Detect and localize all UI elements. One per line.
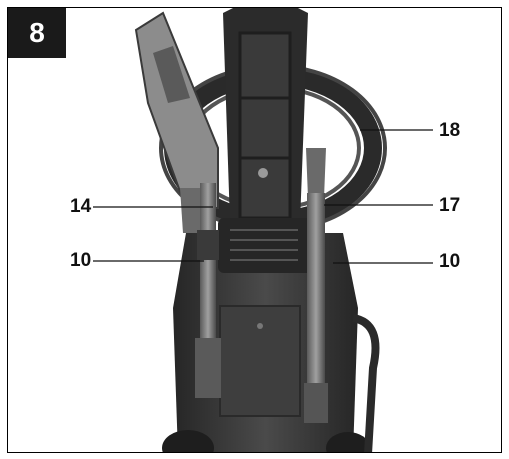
spray-lance-left bbox=[195, 183, 221, 398]
callout-10-left: 10 bbox=[70, 250, 92, 271]
callout-18: 18 bbox=[439, 120, 461, 141]
callout-14: 14 bbox=[70, 196, 92, 217]
spray-gun bbox=[134, 11, 219, 233]
front-panel bbox=[219, 305, 301, 417]
wheel bbox=[162, 430, 214, 452]
hose-coupling bbox=[218, 218, 313, 273]
figure-number-badge: 8 bbox=[8, 8, 66, 58]
screw bbox=[257, 323, 263, 329]
callout-10-right: 10 bbox=[439, 251, 461, 272]
frame-grid bbox=[238, 31, 292, 220]
callout-17: 17 bbox=[439, 195, 461, 216]
power-cable bbox=[352, 314, 380, 452]
pressure-washer-photo bbox=[93, 8, 433, 452]
callout-leader-lines bbox=[93, 129, 433, 264]
spray-lance-right bbox=[304, 148, 328, 423]
figure-frame: 8 bbox=[7, 7, 502, 453]
wheel bbox=[326, 432, 370, 452]
